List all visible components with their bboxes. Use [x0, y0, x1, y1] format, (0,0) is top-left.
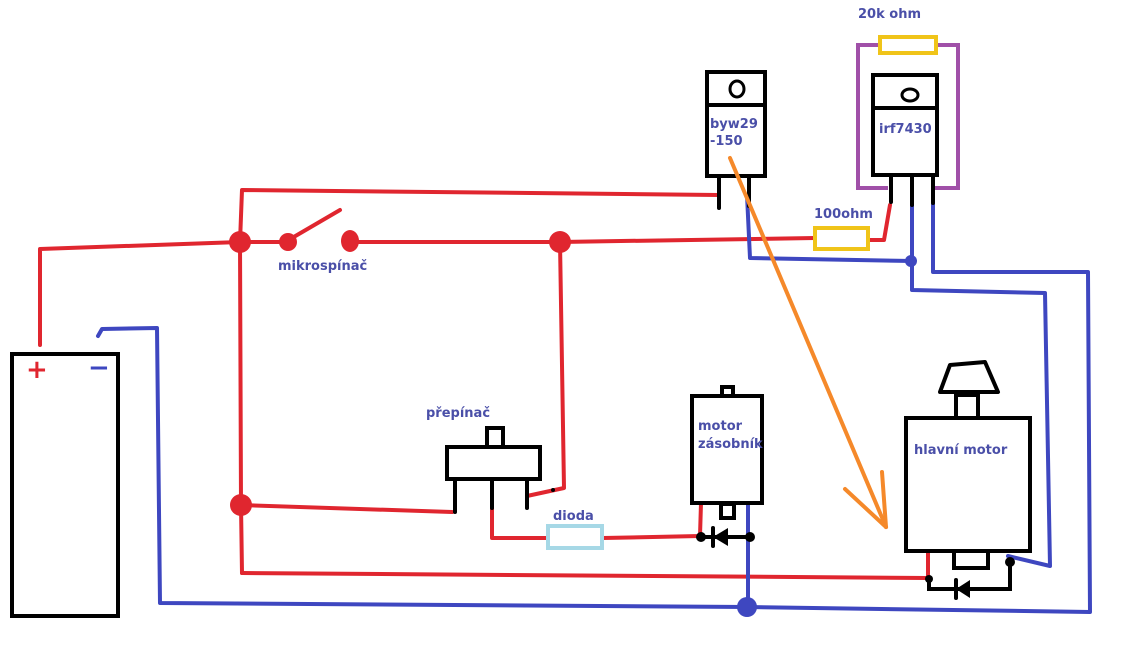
diode-terminal	[696, 532, 706, 542]
wire-battery-plus-to-junction	[38, 240, 242, 347]
battery-body	[10, 352, 120, 618]
feeder-motor: motor zásobník	[690, 385, 764, 548]
wire-left-vertical	[238, 240, 244, 575]
gate-resistor: 100ohm	[813, 207, 873, 251]
arrow-shaft	[728, 156, 888, 529]
annotation-arrow	[728, 156, 888, 529]
byw29-label-line2: -150	[710, 134, 743, 149]
pullup-resistor-loop: 20k ohm	[856, 7, 960, 190]
loop-wire	[932, 43, 960, 190]
wire-junction-to-prepinac-left	[238, 503, 454, 514]
diode-terminal	[745, 532, 755, 542]
motor-shaft-bottom	[719, 502, 736, 520]
wire-junction2-to-prepinac-right	[525, 240, 566, 498]
byw29-diode: byw29 -150	[705, 70, 767, 210]
wire-byw29-to-mosfet-node	[745, 193, 914, 263]
main-motor: hlavní motor	[904, 360, 1032, 600]
wire-dioda-to-feeder-motor	[601, 501, 703, 540]
selector-switch: přepínač	[426, 406, 555, 514]
switch-body	[445, 445, 542, 481]
switch-contact	[341, 230, 359, 252]
positive-wires	[38, 188, 930, 580]
selector-switch-label: přepínač	[426, 406, 490, 421]
dioda-body	[546, 524, 604, 550]
feeder-motor-label-line1: motor	[698, 419, 743, 434]
wire-switch-to-gate-resistor	[348, 236, 817, 244]
motor-shaft-top	[720, 385, 735, 398]
wire-gate-resistor-to-mosfet	[866, 203, 892, 242]
battery: + −	[10, 352, 120, 618]
wire-bottom-to-main-motor	[240, 551, 930, 580]
microswitch-label: mikrospínač	[278, 259, 367, 274]
microswitch: mikrospínač	[278, 208, 367, 274]
diode-terminal	[1005, 557, 1015, 567]
flyback-diode-icon	[713, 528, 728, 546]
switch-lever	[290, 208, 342, 240]
wire-top-to-byw29	[238, 188, 720, 244]
junction-dot	[229, 231, 251, 253]
resistor-20k	[878, 35, 938, 55]
irf7430-mosfet: irf7430	[871, 73, 939, 207]
wire-prepinac-middle-to-dioda	[490, 506, 550, 540]
pullup-resistor-label: 20k ohm	[858, 7, 921, 22]
mounting-hole	[900, 87, 920, 103]
motor-body	[904, 416, 1032, 553]
loop-wire	[856, 43, 888, 190]
stray-dot	[551, 488, 555, 492]
motor-pulley	[938, 360, 1000, 394]
arrow-head-left	[843, 487, 888, 529]
flyback-diode-icon	[956, 580, 970, 598]
junction-dot	[905, 255, 917, 267]
battery-plus-sign: +	[26, 355, 48, 385]
feeder-motor-label-line2: zásobník	[698, 437, 763, 452]
motor-shaft-bottom	[952, 549, 990, 570]
dioda-component: dioda	[546, 509, 604, 550]
dioda-label: dioda	[553, 509, 594, 524]
mounting-hole	[728, 79, 746, 99]
junction-dot	[549, 231, 571, 253]
resistor-100ohm	[813, 226, 870, 251]
junction-dot	[230, 494, 252, 516]
gate-resistor-label: 100ohm	[814, 207, 873, 222]
irf7430-label: irf7430	[879, 122, 932, 137]
main-motor-label: hlavní motor	[914, 443, 1008, 458]
battery-minus-sign: −	[88, 353, 110, 383]
switch-knob	[485, 426, 505, 449]
motor-shaft-top	[954, 393, 980, 420]
arrow-head-right	[880, 470, 888, 529]
diode-terminal	[925, 575, 933, 583]
junction-dot	[737, 597, 757, 617]
byw29-label-line1: byw29	[710, 117, 758, 132]
